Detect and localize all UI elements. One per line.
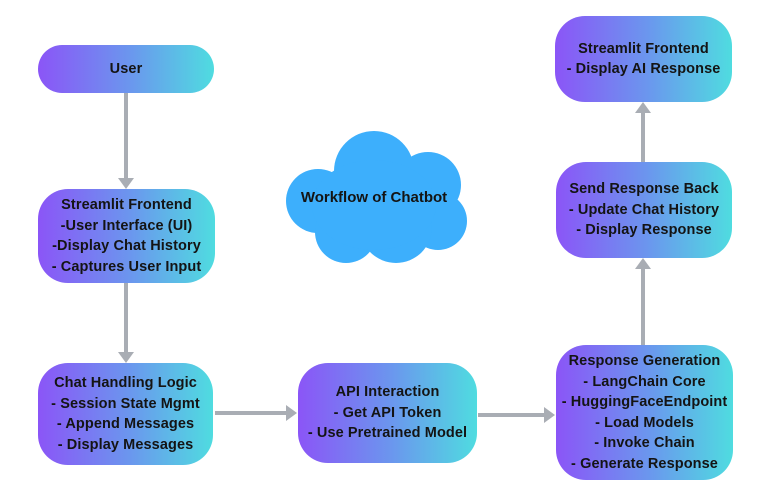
node-user-title: User [109,60,143,77]
arrow-head-up-icon [635,102,651,113]
arrow-response-to-sendback [635,258,651,345]
arrow-shaft [124,93,128,178]
arrow-head-down-icon [118,178,134,189]
arrow-head-up-icon [635,258,651,269]
node-chat-handling-logic-title: Chat Handling Logic [54,375,197,391]
node-chat-handling-logic: Chat Handling Logic - Session State Mgmt… [38,363,213,465]
node-streamlit-frontend-line: -User Interface (UI) [60,217,193,234]
node-chat-handling-logic-line: - Session State Mgmt [51,395,200,412]
arrow-shaft [215,411,286,415]
node-response-generation-line: - HuggingFaceEndpoint [561,394,728,410]
node-chat-handling-logic-line: - Display Messages [57,436,194,453]
node-response-generation-title: Response Generation [568,353,721,369]
node-response-generation-line: - Generate Response [571,455,718,472]
arrow-api-to-response [478,407,555,423]
arrow-head-right-icon [544,407,555,423]
cloud-shape: Workflow of Chatbot [278,127,470,267]
node-streamlit-frontend-line: - Captures User Input [51,258,202,275]
cloud-icon [286,131,467,263]
node-send-response-back-title: Send Response Back [569,181,719,198]
arrow-sendback-to-frontend [635,102,651,162]
arrow-shaft [641,113,645,162]
node-response-generation-line: - Load Models [595,414,694,431]
arrow-shaft [124,283,128,352]
cloud-label: Workflow of Chatbot [300,188,448,206]
arrow-shaft [478,413,544,417]
node-api-interaction-line: - Get API Token [333,404,442,421]
node-api-interaction-title: API Interaction [335,384,440,401]
node-chat-handling-logic-line: - Append Messages [56,416,195,432]
node-send-response-back-line: - Update Chat History [568,201,720,218]
node-streamlit-frontend-display: Streamlit Frontend - Display AI Response [555,16,732,102]
node-streamlit-frontend-display-line: - Display AI Response [566,61,721,77]
arrow-chatlogic-to-api [215,405,297,421]
node-response-generation: Response Generation - LangChain Core - H… [556,345,733,480]
node-streamlit-frontend-display-title: Streamlit Frontend [578,40,709,57]
node-api-interaction-line: - Use Pretrained Model [307,425,468,442]
arrow-frontend-to-chatlogic [118,283,134,363]
node-send-response-back-line: - Display Response [576,222,712,239]
node-user: User [38,45,214,93]
node-api-interaction: API Interaction - Get API Token - Use Pr… [298,363,477,463]
arrow-user-to-frontend [118,93,134,189]
node-streamlit-frontend-line: -Display Chat History [52,238,201,254]
node-send-response-back: Send Response Back - Update Chat History… [556,162,732,258]
node-response-generation-line: - Invoke Chain [594,435,695,451]
node-streamlit-frontend-title: Streamlit Frontend [61,197,192,213]
node-response-generation-line: - LangChain Core [583,373,706,390]
arrow-shaft [641,269,645,345]
arrow-head-right-icon [286,405,297,421]
arrow-head-down-icon [118,352,134,363]
node-streamlit-frontend: Streamlit Frontend -User Interface (UI) … [38,189,215,283]
